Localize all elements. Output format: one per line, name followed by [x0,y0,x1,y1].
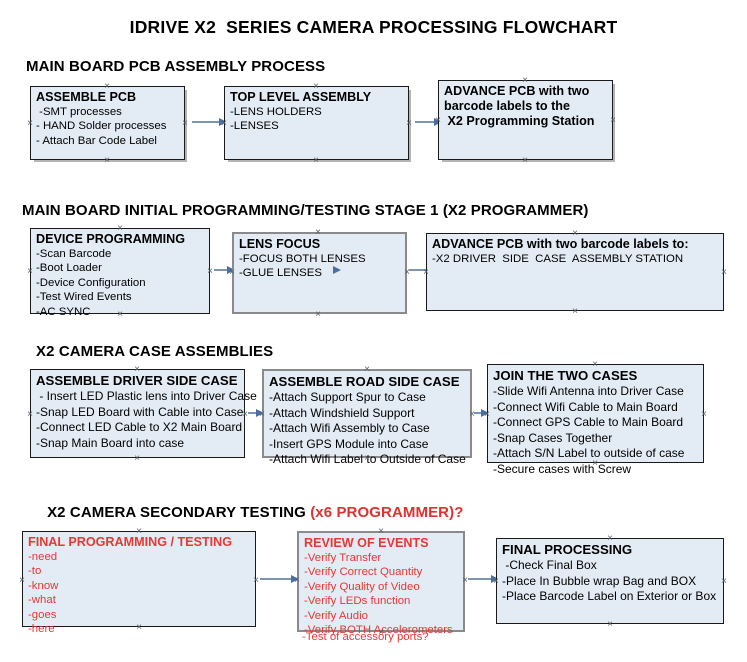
section-heading-1: MAIN BOARD PCB ASSEMBLY PROCESS [26,58,326,75]
node-line: -Attach Support Spur to Case [269,390,426,404]
node-line: -Attach Windshield Support [269,405,415,420]
node-line: -need [28,551,58,563]
page-title: IDRIVE X2 SERIES CAMERA PROCESSING FLOWC… [129,17,618,37]
node-line: -Check Final Box [502,558,597,572]
node-title: ADVANCE PCB with two barcode labels to: [432,237,689,251]
node-line: -Place In Bubble wrap Bag and BOX [502,573,697,588]
node-line: -Connect LED Cable to X2 Main Board [36,420,243,434]
node-line: - Insert LED Plastic lens into Driver Ca… [36,389,257,403]
node-line: -Scan Barcode [36,248,112,260]
node-line: -Attach S/N Label to outside of case [493,446,685,460]
section-heading-4-accent: (x6 PROGRAMMER)? [310,504,464,521]
node-title: LENS FOCUS [239,237,321,251]
section-heading-4-text: X2 CAMERA SECONDARY TESTING [47,504,311,521]
node-line: -Device Configuration [36,276,146,289]
node-title-line3: X2 Programming Station [444,114,595,128]
node-final-programming-testing[interactable]: FINAL PROGRAMMING / TESTING -need -to -k… [22,531,256,635]
node-title: DEVICE PROGRAMMING [36,232,186,246]
node-line: -Connect GPS Cable to Main Board [493,415,684,429]
node-line: -Insert GPS Module into Case [269,436,429,451]
node-title: ASSEMBLE PCB [36,90,137,104]
node-line: -Verify BOTH Accelerometers [304,624,453,637]
connector-arrow [474,408,489,417]
node-line: -Snap Cases Together [493,430,613,445]
node-title: ADVANCE PCB with two [444,84,590,98]
node-overflow-line: -Test of accessory ports? [302,631,429,643]
connector-arrow [192,117,227,126]
node-title: ASSEMBLE DRIVER SIDE CASE [36,373,238,388]
node-join-the-two-cases[interactable]: JOIN THE TWO CASES -Slide Wifi Antenna i… [487,364,704,476]
node-line: -Verify Transfer [304,552,382,564]
node-line: -Attach Wifi Label to Outside of Case [269,452,466,466]
node-line: -Secure cases with Screw [493,461,632,476]
node-line: -AC SYNC [36,305,91,318]
node-line: -Snap Main Board into case [36,435,185,450]
node-line: -Snap LED Board with Cable into Case [36,404,244,419]
node-line: -Place Barcode Label on Exterior or Box [502,589,717,603]
node-line: -know [28,579,59,592]
node-line: -Slide Wifi Antenna into Driver Case [493,384,684,398]
node-line: -Boot Loader [36,262,102,275]
section-heading-3: X2 CAMERA CASE ASSEMBLIES [36,343,274,360]
node-line: -here [28,623,55,636]
node-title: JOIN THE TWO CASES [493,368,638,383]
connector-arrow [468,574,499,583]
node-line: -Attach Wifi Assembly to Case [269,421,430,435]
node-line: -Connect Wifi Cable to Main Board [493,399,678,414]
node-lens-focus[interactable]: LENS FOCUS -FOCUS BOTH LENSES -GLUE LENS… [232,232,407,314]
section-heading-2: MAIN BOARD INITIAL PROGRAMMING/TESTING S… [22,202,589,219]
connector-arrow [214,265,235,274]
node-title: FINAL PROGRAMMING / TESTING [28,535,233,549]
node-line: -GLUE LENSES [239,267,322,280]
node-line: -goes [28,608,57,621]
node-assemble-driver-side-case[interactable]: ASSEMBLE DRIVER SIDE CASE - Insert LED P… [30,369,257,458]
node-line: -Verify LEDs function [304,595,411,608]
node-line: -Verify Audio [304,609,368,622]
node-line: -to [28,565,42,578]
node-device-programming[interactable]: DEVICE PROGRAMMING -Scan Barcode -Boot L… [30,228,210,318]
node-advance-pcb-driver-side-station[interactable]: ADVANCE PCB with two barcode labels to: … [426,233,724,311]
node-advance-pcb-programming-station[interactable]: ADVANCE PCB with two barcode labels to t… [438,80,613,160]
node-line: -Verify Quality of Video [304,580,420,593]
node-top-level-assembly[interactable]: TOP LEVEL ASSEMBLY -LENS HOLDERS -LENSES [224,86,409,160]
node-title: ASSEMBLE ROAD SIDE CASE [269,374,460,389]
node-title-line2: barcode labels to the [444,99,570,113]
node-line: - HAND Solder processes [36,120,167,133]
node-line: -Verify Correct Quantity [304,566,423,579]
node-line: -SMT processes [36,106,122,118]
node-line: -X2 DRIVER SIDE CASE ASSEMBLY STATION [432,253,684,265]
connector-arrow [260,574,299,583]
node-title: TOP LEVEL ASSEMBLY [230,90,372,104]
node-assemble-pcb[interactable]: ASSEMBLE PCB -SMT processes - HAND Solde… [30,86,185,160]
node-title: FINAL PROCESSING [502,542,633,557]
section-heading-4: X2 CAMERA SECONDARY TESTING (x6 PROGRAMM… [30,487,463,538]
node-line: -LENSES [230,120,279,133]
connector-arrow [248,408,264,417]
node-title: REVIEW OF EVENTS [304,536,429,550]
node-assemble-road-side-case[interactable]: ASSEMBLE ROAD SIDE CASE -Attach Support … [262,369,472,466]
node-line: -what [28,594,56,607]
node-review-of-events[interactable]: REVIEW OF EVENTS -Verify Transfer -Verif… [297,531,465,636]
node-line: -LENS HOLDERS [230,106,322,118]
node-line: -FOCUS BOTH LENSES [239,253,366,265]
node-line: - Attach Bar Code Label [36,134,157,147]
node-line: -Test Wired Events [36,291,132,304]
node-final-processing[interactable]: FINAL PROCESSING -Check Final Box -Place… [496,538,724,624]
